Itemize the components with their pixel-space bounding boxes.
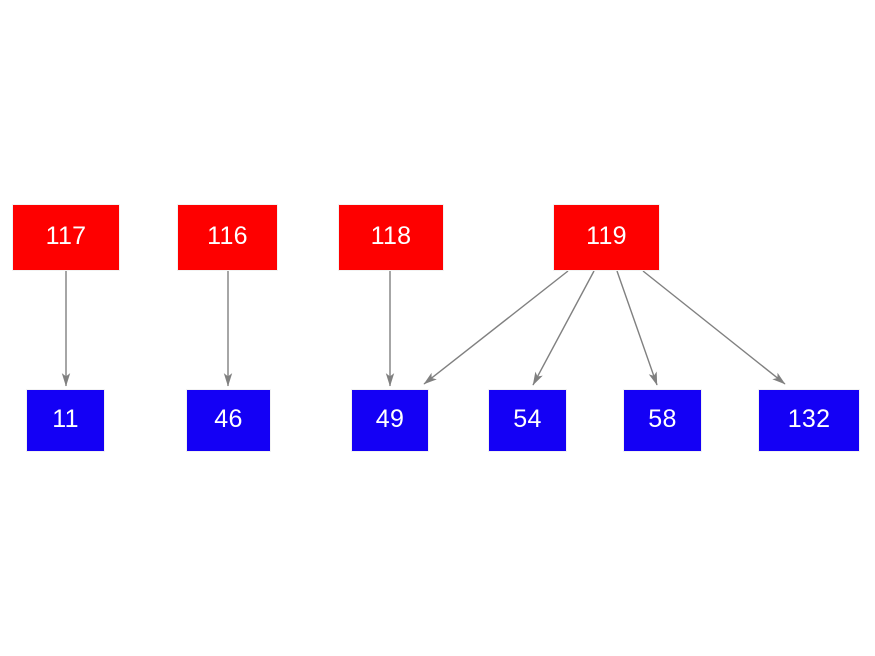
node-label: 118	[370, 222, 412, 250]
node-58[interactable]: 58	[623, 389, 702, 452]
node-132[interactable]: 132	[758, 389, 860, 452]
node-label: 46	[214, 405, 243, 433]
edge-119-to-58	[616, 270, 658, 386]
node-118[interactable]: 118	[338, 204, 444, 271]
node-49[interactable]: 49	[351, 389, 429, 452]
node-label: 132	[787, 405, 831, 433]
node-116[interactable]: 116	[177, 204, 278, 271]
edge-119-to-54	[532, 270, 595, 386]
edge-119-to-49	[423, 270, 569, 385]
node-46[interactable]: 46	[186, 389, 271, 452]
node-label: 58	[648, 405, 677, 433]
node-119[interactable]: 119	[553, 204, 660, 271]
node-label: 54	[513, 405, 542, 433]
edge-group	[61, 270, 786, 387]
node-label: 49	[375, 405, 405, 433]
node-54[interactable]: 54	[488, 389, 567, 452]
node-11[interactable]: 11	[26, 389, 105, 452]
node-label: 116	[207, 222, 248, 250]
node-117[interactable]: 117	[12, 204, 120, 271]
edge-119-to-132	[642, 270, 786, 385]
node-label: 11	[52, 405, 79, 433]
node-label: 119	[586, 222, 627, 250]
node-label: 117	[45, 222, 87, 250]
